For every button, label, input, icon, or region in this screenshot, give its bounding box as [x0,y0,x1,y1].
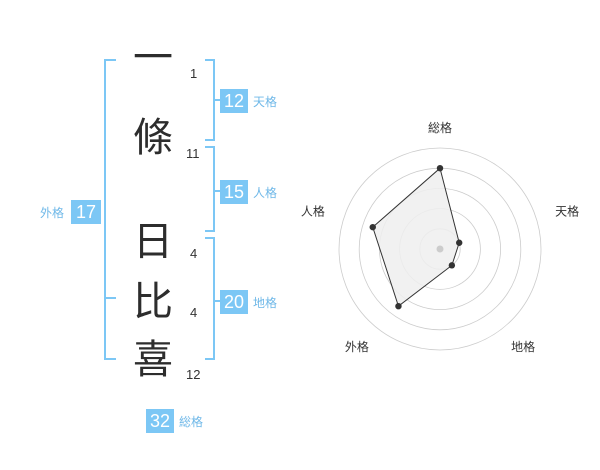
radar-ring-5 [338,147,542,351]
jinkaku-label: 人格 [253,186,278,200]
jinkaku-score-box: 15 [220,180,248,204]
name-char-5: 喜 [133,337,173,383]
radar-axis-label-2: 天格 [555,204,579,219]
jinkaku-bracket [205,146,215,232]
name-char-2: 條 [133,115,173,161]
name-char-4: 比 [133,279,173,325]
radar-point-3 [448,262,456,269]
chikaku-bracket [205,237,215,360]
jinkaku-connector [215,190,221,192]
chikaku-label: 地格 [253,296,278,310]
tenkaku-connector [215,99,221,101]
tenkaku-label: 天格 [253,95,278,109]
stroke-count-5: 12 [186,367,201,382]
radar-point-5 [369,223,376,231]
name-char-3: 日 [133,219,173,265]
stroke-count-2: 11 [186,146,200,161]
radar-axis-label-1: 総格 [428,120,452,135]
name-char-1: 一 [133,35,173,81]
radar-axis-label-3: 地格 [511,339,535,354]
radar-series-polygon [372,167,460,308]
gaikaku-label: 外格 [40,206,65,220]
stroke-count-4: 4 [190,305,198,320]
radar-axis-label-4: 外格 [345,339,369,354]
radar-point-1 [436,165,444,172]
gaikaku-bracket-split [104,297,116,299]
chikaku-connector [215,300,221,302]
soukaku-label: 総格 [179,415,204,429]
radar-point-2 [456,239,463,246]
tenkaku-score-box: 12 [220,89,248,113]
radar-center-dot [436,245,444,253]
gaikaku-bracket [104,59,116,360]
tenkaku-bracket [205,59,215,141]
stroke-count-3: 4 [190,246,198,261]
chikaku-score-box: 20 [220,290,248,314]
stroke-count-1: 1 [190,66,198,81]
gaikaku-score-box: 17 [71,200,101,224]
soukaku-score-box: 32 [146,409,174,433]
radar-axis-label-5: 人格 [301,204,325,219]
radar-point-4 [395,302,402,310]
